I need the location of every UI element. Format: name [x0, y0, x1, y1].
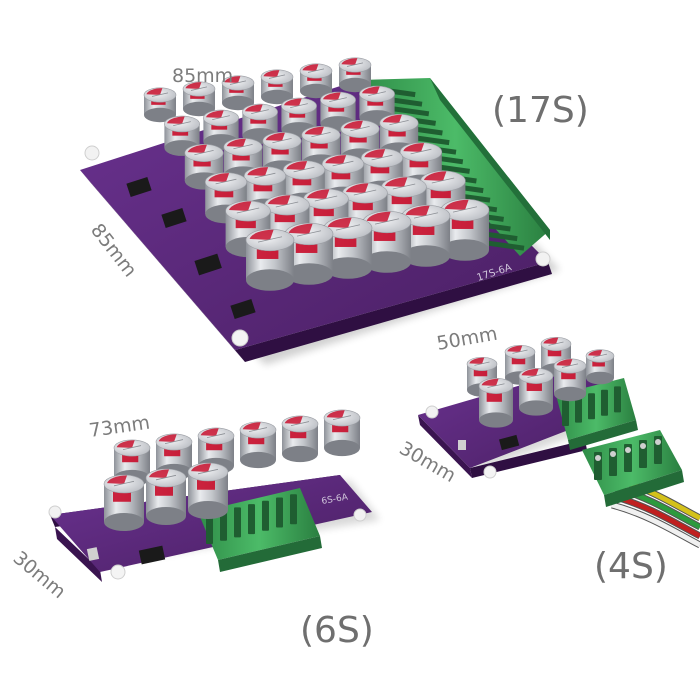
capacitor — [585, 349, 615, 385]
capacitor — [145, 468, 187, 525]
ic-chip-4s — [499, 434, 520, 451]
capacitor — [184, 144, 224, 190]
capacitor — [379, 114, 419, 160]
capacitor — [281, 415, 319, 463]
capacitor — [143, 87, 177, 123]
name-label-4s: (4S) — [594, 546, 668, 587]
board-6s: 6S-6A — [48, 409, 380, 582]
capacitor — [338, 57, 372, 93]
ic-chip-6s — [138, 545, 166, 565]
capacitor — [103, 474, 145, 531]
capacitor — [187, 462, 229, 519]
board-17s: 17S-6A — [80, 57, 560, 365]
capacitor — [221, 75, 255, 111]
capacitor — [553, 358, 587, 402]
capacitor — [203, 109, 239, 150]
name-label-6s: (6S) — [300, 610, 374, 651]
capacitor — [245, 228, 295, 291]
width-label-6s: 73mm — [88, 412, 152, 442]
ic-chips-17s — [126, 176, 256, 320]
width-label-4s: 50mm — [435, 323, 499, 355]
capacitor — [239, 421, 277, 469]
capacitor — [518, 368, 554, 416]
width-label-17s: 85mm — [172, 65, 233, 87]
terminal-block-6s — [198, 488, 322, 572]
board-4s — [418, 336, 700, 549]
capacitor — [359, 85, 395, 126]
capacitor — [478, 378, 514, 428]
capacitor — [260, 69, 294, 105]
terminal-plug-4s — [582, 430, 684, 507]
name-label-17s: (17S) — [492, 90, 589, 131]
board-marking-6s: 6S-6A — [321, 492, 350, 507]
capacitor — [299, 63, 333, 99]
capacitor — [182, 81, 216, 117]
capacitor — [323, 409, 361, 457]
depth-label-6s: 30mm — [9, 547, 70, 603]
